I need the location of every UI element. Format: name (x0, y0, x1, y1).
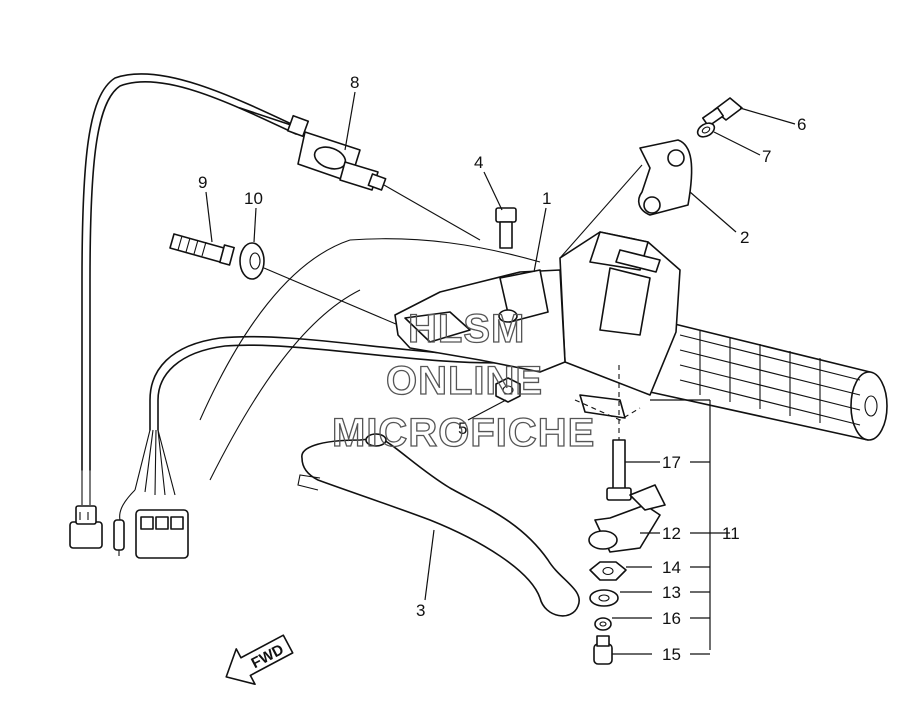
callout-16: 16 (662, 609, 681, 628)
watermark-line-2: ONLINE (386, 359, 543, 403)
assembly-guides (574, 365, 641, 440)
fwd-arrow-icon: FWD (225, 634, 294, 686)
callout-labels: 8 9 10 4 1 2 6 7 5 3 17 12 11 14 13 16 1… (198, 73, 806, 664)
callout-7: 7 (762, 147, 771, 166)
watermark-line-1: HLSM (408, 307, 525, 351)
callout-8: 8 (350, 73, 359, 92)
main-switch-wire (113, 335, 521, 559)
watermark-line-3: MICROFICHE (332, 411, 595, 455)
handlebar-clamp (559, 139, 693, 259)
switch-wire-harness (69, 73, 301, 549)
callout-13: 13 (662, 583, 681, 602)
adjuster-locknut (239, 242, 411, 331)
callout-11: 11 (722, 524, 740, 543)
watermark: HLSM ONLINE MICROFICHE (331, 306, 595, 455)
leader-lines (205, 91, 796, 655)
callout-6: 6 (797, 115, 806, 134)
callout-10: 10 (244, 189, 263, 208)
callout-2: 2 (740, 228, 749, 247)
adjuster-knob-12 (588, 484, 666, 553)
screw-15 (593, 635, 613, 665)
callout-1: 1 (542, 189, 551, 208)
clamp-bolt (701, 97, 743, 128)
callout-14: 14 (662, 558, 681, 577)
callout-12: 12 (662, 524, 681, 543)
handlebar-grip (649, 317, 888, 441)
clutch-lever (297, 433, 580, 617)
lever-holder (394, 269, 626, 419)
pivot-bolt (495, 207, 517, 249)
washer-13 (589, 589, 619, 607)
callout-4: 4 (474, 153, 483, 172)
switch-housing (559, 231, 681, 396)
clamp-washer (696, 122, 716, 138)
adjuster-bolt-17 (606, 439, 632, 501)
pivot-nut (495, 377, 521, 403)
callout-17: 17 (662, 453, 681, 472)
callout-15: 15 (662, 645, 681, 664)
callout-3: 3 (416, 601, 425, 620)
callout-9: 9 (198, 173, 207, 192)
nut-14 (589, 561, 627, 581)
adjuster-bolt (169, 233, 235, 266)
clutch-switch (239, 107, 481, 241)
callout-5: 5 (458, 419, 467, 438)
washer-16 (594, 617, 612, 631)
reference-lines (199, 238, 541, 481)
